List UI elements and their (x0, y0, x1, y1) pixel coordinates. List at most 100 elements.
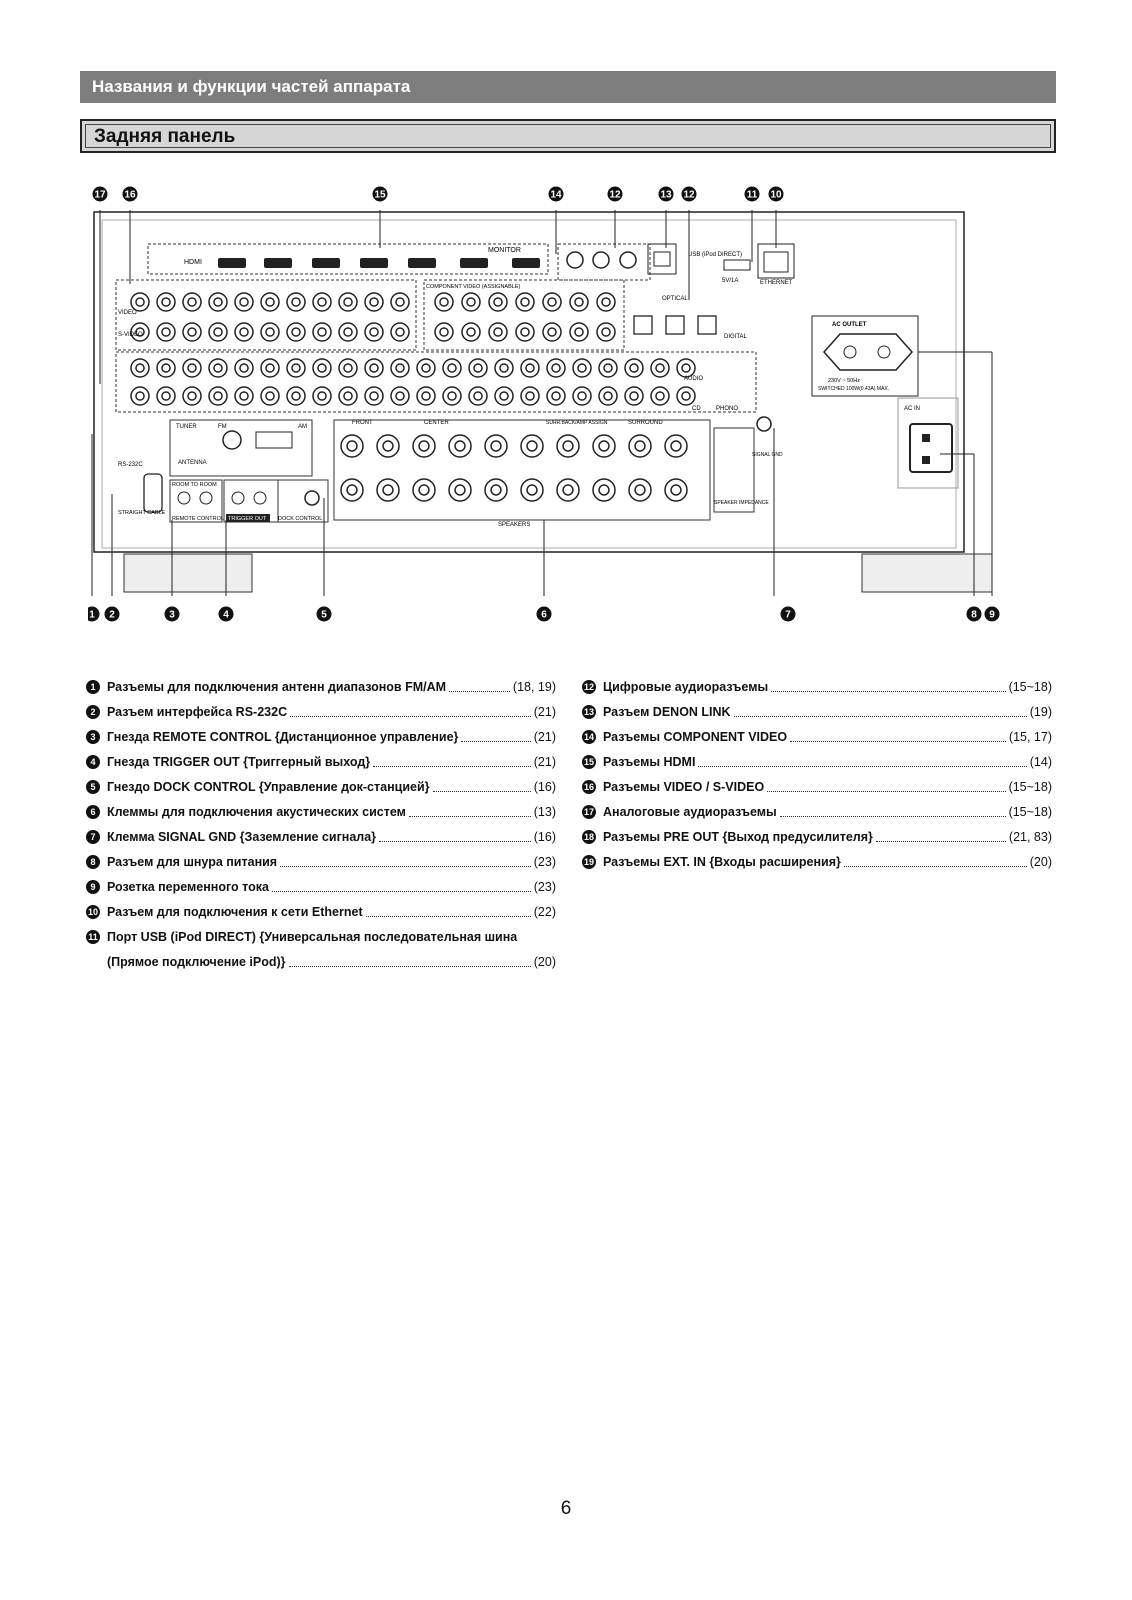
jack-center (187, 391, 197, 401)
jack (390, 386, 410, 406)
jack-center (369, 391, 379, 401)
svg-text:CENTER: CENTER (424, 420, 449, 426)
jack-center (681, 391, 691, 401)
jack (156, 322, 176, 342)
callout-marker (768, 186, 784, 202)
item-label: Цифровые аудиоразъемы (603, 679, 769, 694)
jack (520, 434, 544, 458)
jack (312, 292, 332, 312)
jack-center (634, 440, 646, 452)
jack-center (239, 327, 249, 337)
svg-text:TUNER: TUNER (176, 424, 197, 430)
jack (442, 358, 462, 378)
jack (461, 292, 481, 312)
callout-number-icon: 10 (86, 904, 100, 919)
jack-center (526, 440, 538, 452)
svg-text:FRONT: FRONT (352, 420, 373, 426)
callout-number-icon: 19 (582, 854, 596, 869)
jack (468, 358, 488, 378)
callout-number-icon: 9 (86, 879, 100, 894)
callout-number-icon: 6 (86, 804, 100, 819)
jack (234, 358, 254, 378)
callout-number: 16 (124, 190, 136, 201)
svg-text:SIGNAL GND: SIGNAL GND (752, 452, 783, 458)
callout-number: 14 (550, 190, 562, 201)
jack-center (562, 440, 574, 452)
jack (628, 434, 652, 458)
item-label: Клеммы для подключения акустических сист… (107, 804, 406, 819)
item-pages: (22) (533, 904, 556, 919)
item-label: Клемма SIGNAL GND {Заземление сигнала} (107, 829, 377, 844)
callout-number: 11 (747, 190, 758, 201)
jack-center (395, 363, 405, 373)
jack-center (265, 327, 275, 337)
svg-text:SPEAKERS: SPEAKERS (498, 522, 530, 528)
leader-dots (290, 706, 531, 717)
jack (182, 292, 202, 312)
svg-text:DIGITAL: DIGITAL (724, 334, 748, 340)
jack-center (395, 391, 405, 401)
svg-text:5V/1A: 5V/1A (722, 278, 738, 284)
jack (484, 434, 508, 458)
jack-center (291, 391, 301, 401)
jack-center (161, 363, 171, 373)
jack-center (447, 391, 457, 401)
jack (412, 478, 436, 502)
callout-number: 2 (109, 610, 115, 621)
svg-text:S-VIDEO: S-VIDEO (118, 332, 143, 338)
jack-center (161, 297, 171, 307)
svg-text:OPTICAL: OPTICAL (662, 296, 688, 302)
jack-center (265, 391, 275, 401)
jack-center (135, 327, 145, 337)
jack (156, 386, 176, 406)
jack-center (439, 327, 449, 337)
jack (556, 434, 580, 458)
jack-center (135, 391, 145, 401)
jack (650, 386, 670, 406)
jack (338, 386, 358, 406)
jack (546, 386, 566, 406)
leader-dots (271, 881, 531, 892)
jack (312, 358, 332, 378)
callout-marker (122, 186, 138, 202)
jack-center (670, 484, 682, 496)
jack-center (346, 440, 358, 452)
jack (260, 358, 280, 378)
item-label: Розетка переменного тока (107, 879, 269, 894)
item-pages: (23) (533, 854, 556, 869)
item-pages: (15, 17) (1008, 729, 1052, 744)
leader-dots (461, 731, 531, 742)
item-pages: (13) (533, 804, 556, 819)
item-pages: (15~18) (1008, 779, 1052, 794)
jack-center (598, 440, 610, 452)
svg-text:SWITCHED 100W(0.43A) MAX.: SWITCHED 100W(0.43A) MAX. (818, 386, 889, 392)
jack (598, 386, 618, 406)
svg-text:AC OUTLET: AC OUTLET (832, 322, 867, 328)
callout-marker (780, 606, 796, 622)
svg-text:SPEAKER IMPEDANCE: SPEAKER IMPEDANCE (714, 500, 769, 506)
jack (182, 358, 202, 378)
jack-center (603, 363, 613, 373)
item-pages: (21) (533, 729, 556, 744)
jack-center (574, 297, 584, 307)
callout-number-icon: 12 (582, 679, 596, 694)
jack-center (629, 363, 639, 373)
jack-center (473, 391, 483, 401)
jack-center (447, 363, 457, 373)
jack (569, 292, 589, 312)
callout-marker (744, 186, 760, 202)
item-label: Разъемы COMPONENT VIDEO (603, 729, 788, 744)
callout-marker (92, 186, 108, 202)
jack-center (525, 391, 535, 401)
page-number: 6 (560, 1498, 572, 1519)
jack-center (317, 391, 327, 401)
item-label: Гнезда TRIGGER OUT {Триггерный выход} (107, 754, 371, 769)
jack (520, 386, 540, 406)
callout-number-icon: 8 (86, 854, 100, 869)
jack (494, 386, 514, 406)
